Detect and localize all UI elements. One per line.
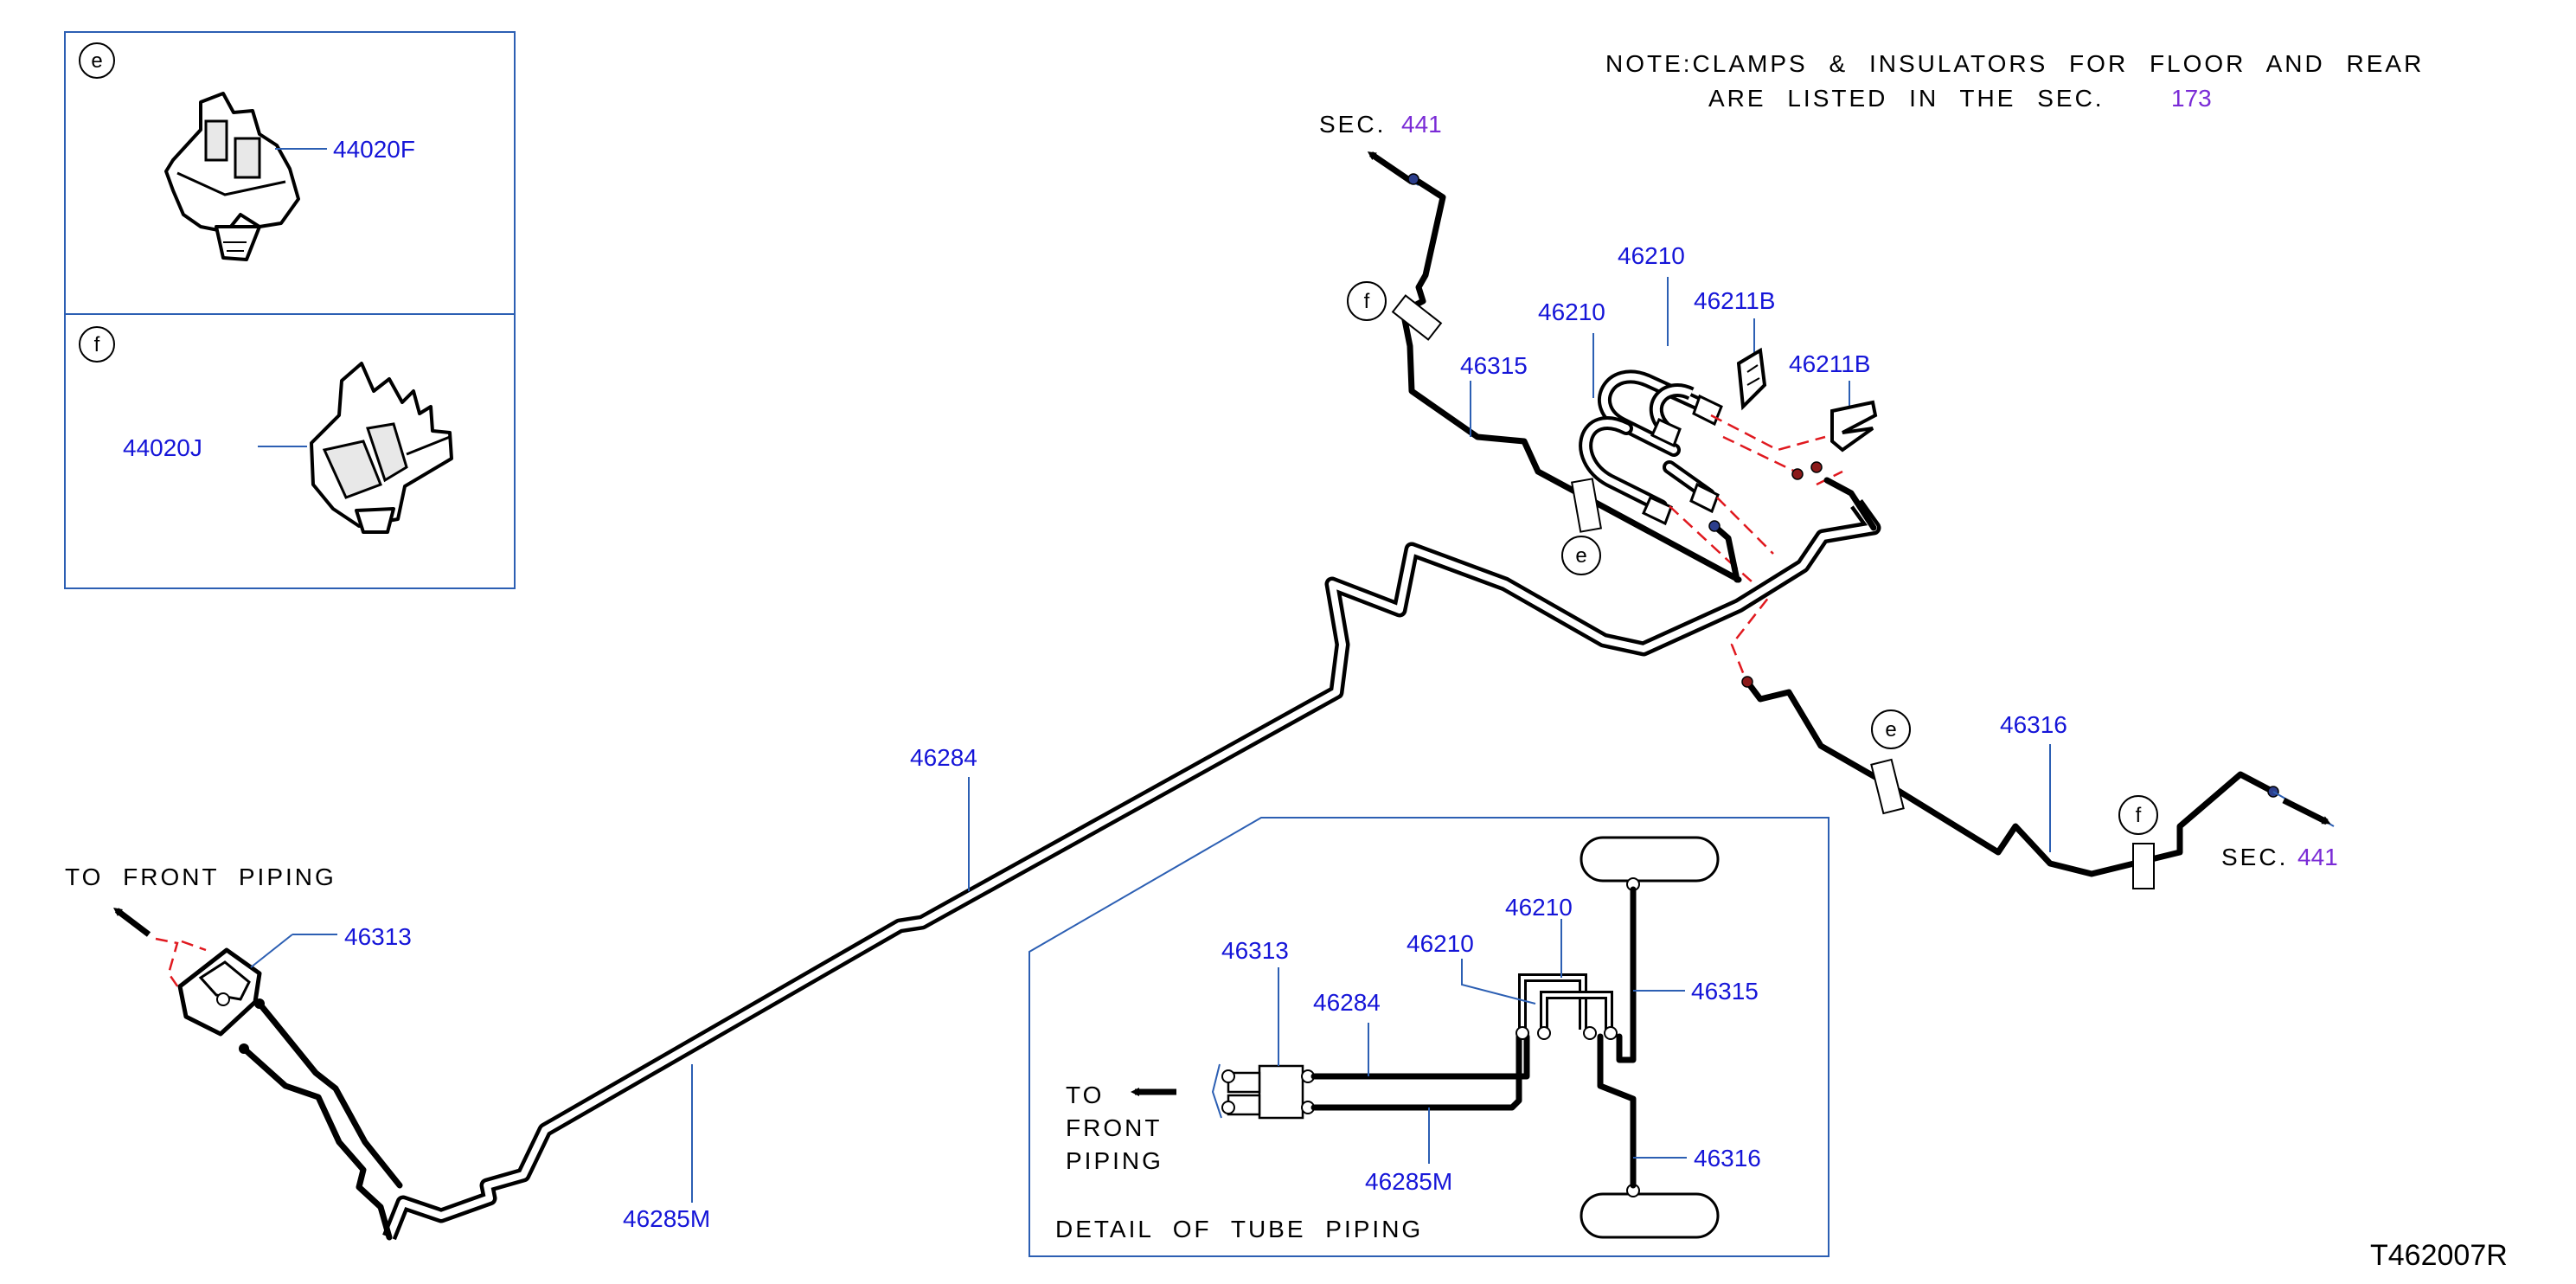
part-46210-a-label: 46210 bbox=[1538, 299, 1605, 325]
part-44020J-label: 44020J bbox=[123, 434, 202, 461]
tube-46315 bbox=[1400, 173, 1742, 583]
tube-46284-46285M bbox=[382, 499, 1881, 1241]
bracket-46211B-b-icon bbox=[1830, 400, 1878, 453]
detail-front-label: FRONT bbox=[1066, 1114, 1162, 1141]
detail-tube-46316 bbox=[1597, 1033, 1637, 1189]
part-46316-label: 46316 bbox=[2000, 711, 2067, 738]
detail-wheel-rear bbox=[1580, 1192, 1720, 1239]
detail-box-frame bbox=[1028, 817, 1829, 1257]
diagram-id: T462007R bbox=[2370, 1239, 2508, 1272]
detail-part-46315-label: 46315 bbox=[1691, 978, 1759, 1005]
red-dashed-guides bbox=[1669, 414, 1843, 680]
detail-tube-46285M bbox=[1310, 1033, 1522, 1111]
sec-number-lower: 441 bbox=[2297, 844, 2338, 870]
inset-box-f-marker bbox=[79, 326, 115, 363]
detail-part-46285M-label: 46285M bbox=[1365, 1168, 1452, 1195]
detail-part-46313-label: 46313 bbox=[1221, 937, 1289, 964]
clamp-marker-f-top bbox=[1347, 281, 1387, 321]
clamp-e-mid bbox=[1570, 478, 1603, 533]
clamp-marker-e-mid bbox=[1561, 536, 1601, 575]
clamp-marker-f-top-letter: f bbox=[1364, 290, 1370, 313]
to-front-arrow-icon bbox=[113, 907, 151, 937]
fitting-rear-1 bbox=[1791, 468, 1804, 480]
inset-box-e: e 44020F bbox=[64, 31, 516, 315]
note-line-1: NOTE:CLAMPS & INSULATORS FOR FLOOR AND R… bbox=[1605, 50, 2424, 77]
detail-to-label: TO bbox=[1066, 1082, 1104, 1108]
detail-tube-46315 bbox=[1616, 886, 1637, 1063]
to-front-piping-label: TO FRONT PIPING bbox=[65, 863, 336, 890]
clamp-marker-e-lower-letter: e bbox=[1885, 718, 1896, 742]
part-46211B-a-label: 46211B bbox=[1694, 287, 1775, 314]
detail-title: DETAIL OF TUBE PIPING bbox=[1055, 1216, 1423, 1242]
detail-part-46210-b-label: 46210 bbox=[1505, 894, 1573, 921]
inset-box-f: f 44020J bbox=[64, 313, 516, 589]
tube-joint-hose bbox=[1711, 523, 1740, 583]
clamp-marker-e-mid-letter: e bbox=[1575, 544, 1586, 568]
detail-box: DETAIL OF TUBE PIPING TO FRONT PIPING bbox=[1028, 817, 1829, 1257]
red-dashed-front bbox=[155, 937, 207, 996]
part-46284-label: 46284 bbox=[910, 744, 977, 771]
tube-front-upper bbox=[256, 1000, 403, 1189]
sec-arrow-lower-icon bbox=[2282, 797, 2331, 825]
inset-box-e-letter: e bbox=[91, 49, 102, 73]
part-46313-label: 46313 bbox=[344, 923, 412, 950]
fitting-hose bbox=[1708, 520, 1721, 532]
tube-joint-rear bbox=[1823, 477, 1877, 531]
sec-arrow-top-icon bbox=[1367, 151, 1413, 184]
part-46211B-b-label: 46211B bbox=[1789, 350, 1870, 377]
sec-label-top: SEC. bbox=[1319, 111, 1386, 138]
detail-piping-label: PIPING bbox=[1066, 1147, 1163, 1174]
clamp-f-lower bbox=[2132, 843, 2155, 889]
fitting-front-1 bbox=[254, 998, 265, 1009]
detail-junction-46313-icon bbox=[1221, 1064, 1315, 1120]
detail-part-46210-a-label: 46210 bbox=[1407, 930, 1474, 957]
tube-46316 bbox=[1741, 676, 2279, 877]
clamp-marker-f-lower-letter: f bbox=[2136, 804, 2142, 827]
clamp-marker-e-lower bbox=[1871, 709, 1911, 749]
hoses-46210 bbox=[1579, 369, 1723, 526]
inset-box-f-letter: f bbox=[94, 333, 100, 356]
clamp-e-lower bbox=[1870, 758, 1905, 815]
clamp-f-top bbox=[1391, 294, 1443, 341]
note-line-2: ARE LISTED IN THE SEC. bbox=[1708, 85, 2105, 112]
detail-part-46284-label: 46284 bbox=[1313, 989, 1381, 1016]
clip-44020F-icon bbox=[164, 92, 300, 261]
sec-label-lower: SEC. bbox=[2221, 844, 2288, 870]
tube-front-lower bbox=[240, 1045, 393, 1241]
clip-44020J-icon bbox=[310, 362, 453, 534]
detail-part-46316-label: 46316 bbox=[1694, 1145, 1761, 1172]
part-46210-b-label: 46210 bbox=[1618, 242, 1685, 269]
detail-wheel-front bbox=[1580, 836, 1720, 883]
fitting-front-2 bbox=[239, 1043, 249, 1054]
leader-46313 bbox=[250, 934, 293, 968]
part-46285M-label: 46285M bbox=[623, 1205, 710, 1232]
note-sec-ref: 173 bbox=[2171, 85, 2212, 112]
fitting-rear-2 bbox=[1810, 461, 1823, 473]
part-46315-label: 46315 bbox=[1460, 352, 1528, 379]
inset-box-e-marker bbox=[79, 42, 115, 79]
clamp-marker-f-lower bbox=[2118, 795, 2158, 835]
bracket-46211B-a-icon bbox=[1736, 347, 1767, 411]
inset-box-f-frame bbox=[64, 313, 516, 589]
sec-number-top: 441 bbox=[1401, 111, 1442, 138]
part-44020F-label: 44020F bbox=[333, 136, 415, 163]
detail-tube-46284 bbox=[1310, 1033, 1530, 1080]
junction-46313-icon bbox=[177, 947, 262, 1037]
